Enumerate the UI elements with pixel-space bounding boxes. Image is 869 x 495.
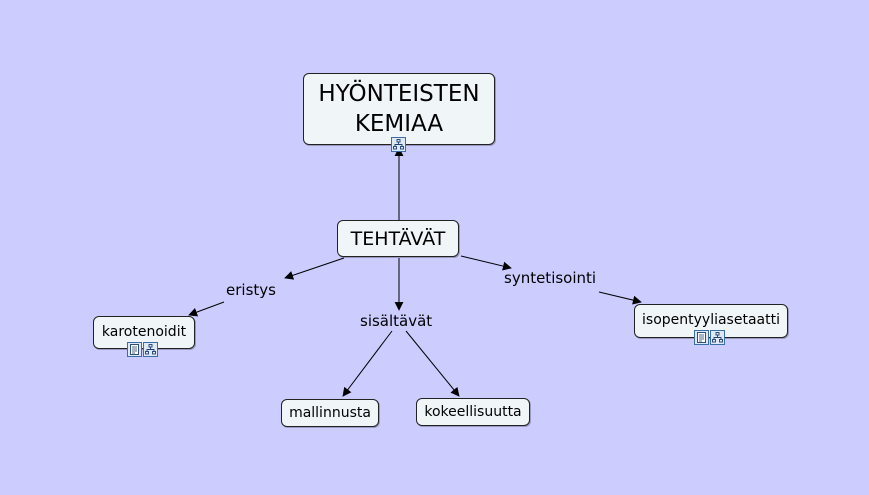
root-icons (391, 137, 406, 152)
edge-center-to-syntetisointi (460, 255, 512, 271)
edge-sisaltavat-to-kokeellisuutta (405, 330, 460, 397)
isopentyyliasetaatti-icons (694, 330, 725, 345)
concept-map-icon[interactable] (710, 330, 725, 345)
karotenoidit-icons (127, 342, 158, 357)
concept-node-mallinnusta[interactable]: mallinnusta (281, 399, 379, 427)
link-label-sisaltavat: sisältävät (360, 312, 433, 330)
document-icon[interactable] (127, 342, 142, 357)
edge-eristys-to-karotenoidit (188, 301, 225, 317)
concept-label-mallinnusta: mallinnusta (289, 405, 371, 421)
concept-label-isopentyyliasetaatti: isopentyyliasetaatti (642, 312, 780, 328)
edge-sisaltavat-to-mallinnusta (342, 330, 393, 397)
center-concept-node[interactable]: TEHTÄVÄT (337, 220, 459, 257)
root-concept-node[interactable]: HYÖNTEISTEN KEMIAA (303, 73, 495, 145)
edge-syntetisointi-to-isopentyyliasetaatti (598, 291, 642, 305)
concept-label-karotenoidit: karotenoidit (101, 324, 187, 340)
document-icon[interactable] (694, 330, 709, 345)
concept-node-kokeellisuutta[interactable]: kokeellisuutta (416, 398, 530, 426)
link-label-syntetisointi: syntetisointi (504, 269, 597, 287)
center-concept-label: TEHTÄVÄT (350, 227, 446, 250)
edge-center-to-eristys (284, 257, 345, 280)
concept-map-icon[interactable] (391, 137, 406, 152)
root-concept-label: HYÖNTEISTEN KEMIAA (318, 81, 480, 137)
link-label-eristys: eristys (226, 281, 276, 299)
concept-map-icon[interactable] (143, 342, 158, 357)
concept-label-kokeellisuutta: kokeellisuutta (424, 404, 522, 420)
